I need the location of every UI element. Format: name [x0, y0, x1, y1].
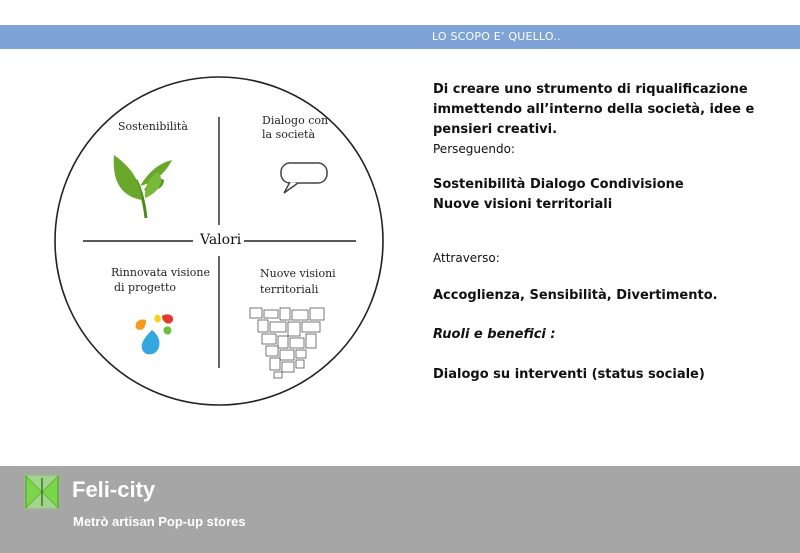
label-dialogo-line2: la società	[262, 128, 316, 141]
perseguendo-label: Perseguendo:	[433, 142, 515, 156]
slide-title: LO SCOPO E’ QUELLO..	[432, 30, 561, 43]
header-bar	[0, 25, 800, 49]
label-nuove-line1: Nuove visioni	[260, 267, 336, 280]
label-dialogo-line1: Dialogo con	[262, 114, 329, 127]
dialogo-line: Dialogo su interventi (status sociale)	[433, 367, 705, 382]
values-line-1: Sostenibilità Dialogo Condivisione	[433, 177, 684, 192]
paint-drops-icon	[135, 314, 174, 355]
brand-title: Feli-city	[72, 477, 156, 502]
map-icon	[249, 307, 325, 379]
intro-line-2: immettendo all’interno della società, id…	[433, 102, 755, 117]
plant-icon	[113, 155, 172, 219]
attraverso-values: Accoglienza, Sensibilità, Divertimento.	[433, 288, 718, 303]
speech-bubble-icon	[280, 162, 328, 194]
center-label-valori: Valori	[197, 232, 245, 248]
brand-subtitle: Metrò artisan Pop-up stores	[73, 514, 246, 529]
diagram-graphic	[54, 76, 384, 406]
intro-line-1: Di creare uno strumento di riqualificazi…	[433, 82, 748, 97]
label-nuove-line2: territoriali	[260, 283, 319, 296]
intro-line-3: pensieri creativi.	[433, 122, 558, 137]
ruoli-label: Ruoli e benefici :	[433, 327, 556, 342]
footer-bar	[0, 466, 800, 553]
label-rinnovata-line1: Rinnovata visione	[111, 266, 210, 279]
butterfly-logo-icon	[24, 474, 60, 510]
values-diagram: Sostenibilità Dialogo con la società Rin…	[0, 0, 430, 440]
label-rinnovata-line2: di progetto	[114, 281, 176, 294]
attraverso-label: Attraverso:	[433, 251, 500, 265]
values-line-2: Nuove visioni territoriali	[433, 197, 613, 212]
label-sostenibilita: Sostenibilità	[118, 120, 188, 133]
